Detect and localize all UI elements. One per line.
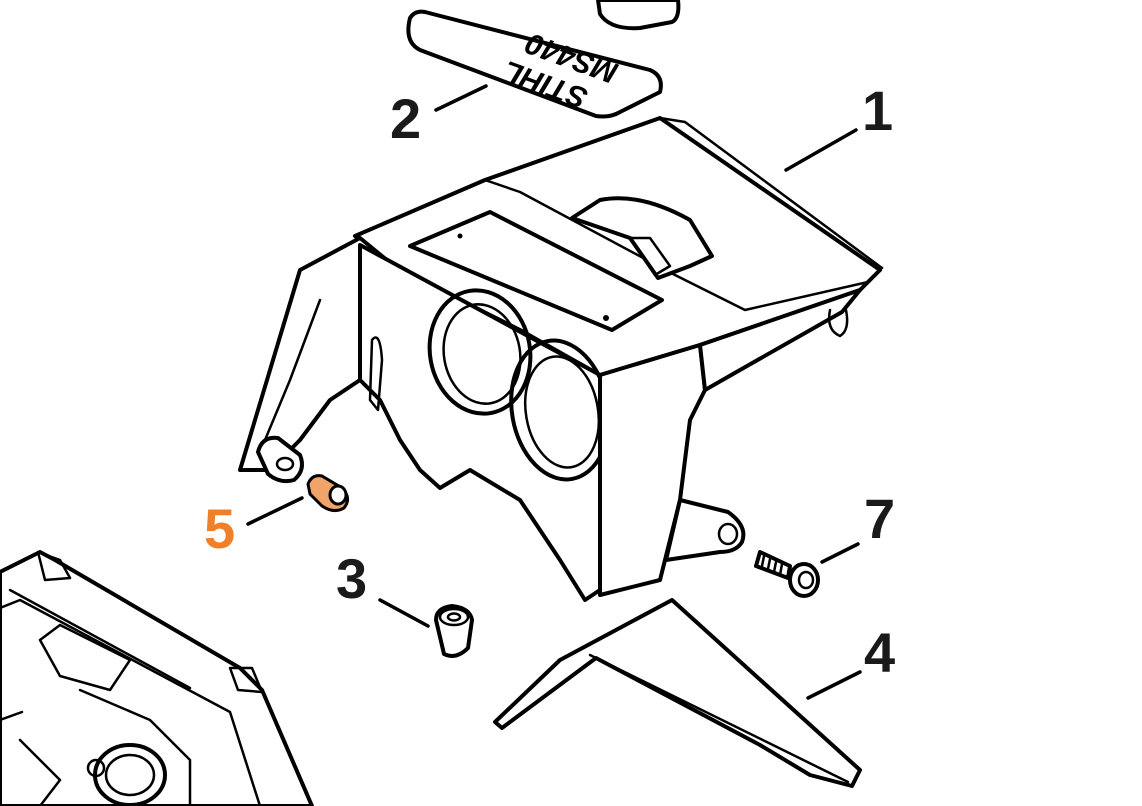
part3-buffer (434, 604, 474, 658)
leader-lines (246, 84, 862, 700)
callout-4: 4 (864, 621, 895, 684)
cap-fragment (596, 0, 681, 31)
callout-2: 2 (390, 87, 421, 150)
shroud-part (238, 116, 884, 602)
callout-numbers: 1 2 3 4 5 7 (204, 79, 895, 684)
callout-7: 7 (864, 487, 895, 550)
callout-1: 1 (862, 79, 893, 142)
neighbor-assembly-fragment (0, 550, 314, 806)
callout-3: 3 (336, 547, 367, 610)
part5-bushing (306, 474, 349, 513)
part7-screw (754, 550, 820, 598)
callout-5: 5 (204, 497, 235, 560)
part4-deflector (493, 598, 862, 788)
